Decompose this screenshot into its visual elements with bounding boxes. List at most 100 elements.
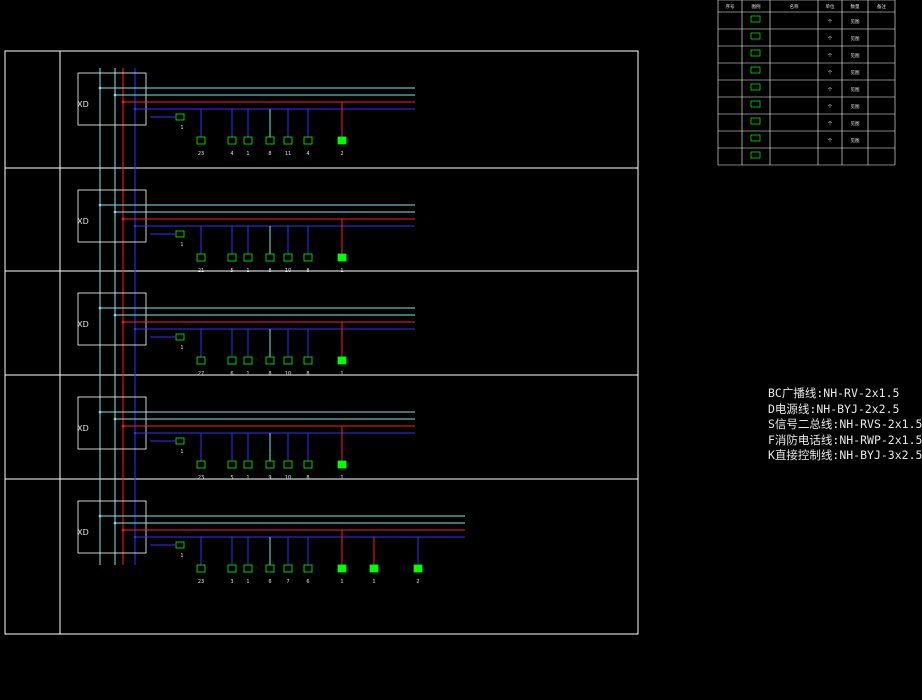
- device-count: 9: [268, 475, 271, 481]
- device-icon: [283, 460, 293, 469]
- device-count: 8: [306, 371, 309, 377]
- device-count: 1: [340, 579, 343, 585]
- table-qty: 见图: [851, 87, 860, 93]
- table-unit: 个: [828, 36, 833, 42]
- device-count: 10: [285, 475, 291, 481]
- device-icon: [243, 460, 253, 469]
- device-icon: [303, 136, 313, 145]
- device-count: 3: [230, 579, 233, 585]
- device-icon: [265, 136, 275, 145]
- device-icon: [337, 136, 347, 145]
- device-icon: [265, 460, 275, 469]
- junction-dot: [121, 217, 125, 221]
- cable-legend-item: F消防电话线:NH-RWP-2x1.5: [768, 432, 922, 447]
- junction-dot: [121, 528, 125, 532]
- device-icon: [227, 564, 237, 573]
- device-count: 1: [246, 371, 249, 377]
- table-qty: 见图: [851, 104, 860, 110]
- table-qty: 见图: [851, 36, 860, 42]
- device-count: 2: [340, 151, 343, 157]
- module-count: 1: [180, 125, 183, 131]
- junction-dot: [98, 86, 102, 90]
- device-icon: [196, 460, 206, 469]
- table-symbol: [750, 151, 761, 159]
- device-count: 23: [198, 475, 204, 481]
- table-header: 序号: [726, 3, 735, 10]
- junction-dot: [113, 313, 117, 317]
- device-count: 8: [268, 371, 271, 377]
- device-count: 4: [306, 151, 309, 157]
- device-icon: [243, 564, 253, 573]
- device-count: 1: [246, 151, 249, 157]
- device-count: 1: [340, 475, 343, 481]
- device-icon: [303, 460, 313, 469]
- junction-dot: [98, 306, 102, 310]
- device-icon: [337, 564, 347, 573]
- table-symbol: [750, 117, 761, 125]
- device-count: 8: [268, 268, 271, 274]
- junction-dot: [133, 107, 137, 111]
- table-header: 图例: [752, 3, 761, 10]
- device-icon: [303, 253, 313, 262]
- table-header: 备注: [877, 3, 886, 10]
- table-unit: 个: [828, 19, 833, 25]
- module-count: 1: [180, 553, 183, 559]
- module-count: 1: [180, 242, 183, 248]
- device-icon: [227, 460, 237, 469]
- table-unit: 个: [828, 138, 833, 144]
- table-qty: 见图: [851, 19, 860, 25]
- junction-dot: [113, 521, 117, 525]
- cable-legend-item: K直接控制线:NH-BYJ-3x2.5: [768, 448, 922, 462]
- device-icon: [337, 356, 347, 365]
- device-count: 23: [198, 579, 204, 585]
- device-icon: [243, 136, 253, 145]
- table-unit: 个: [828, 70, 833, 76]
- table-header: 名称: [790, 3, 799, 10]
- table-qty: 见图: [851, 138, 860, 144]
- xd-box-label: XD: [77, 424, 89, 433]
- device-icon: [196, 564, 206, 573]
- junction-dot: [121, 100, 125, 104]
- cable-legend-item: S信号二总线:NH-RVS-2x1.5: [768, 417, 922, 431]
- device-icon: [196, 253, 206, 262]
- device-icon: [227, 136, 237, 145]
- device-icon: [337, 253, 347, 262]
- junction-dot: [121, 424, 125, 428]
- device-count: 27: [198, 371, 204, 377]
- table-unit: 个: [828, 87, 833, 93]
- symbol-table: 序号图例名称单位数量备注个见图个见图个见图个见图个见图个见图个见图个见图: [717, 0, 896, 166]
- device-count: 1: [372, 579, 375, 585]
- junction-dot: [113, 417, 117, 421]
- device-count: 1: [246, 268, 249, 274]
- device-icon: [243, 356, 253, 365]
- device-count: 5: [230, 268, 233, 274]
- device-icon: [196, 356, 206, 365]
- cable-legend-item: D电源线:NH-BYJ-2x2.5: [768, 401, 900, 416]
- table-symbol: [750, 49, 761, 57]
- device-icon: [283, 253, 293, 262]
- table-qty: 见图: [851, 121, 860, 127]
- xd-box: [77, 189, 147, 243]
- xd-box-label: XD: [77, 320, 89, 329]
- junction-dot: [121, 320, 125, 324]
- device-count: 21: [198, 268, 204, 274]
- device-count: 6: [230, 371, 233, 377]
- device-icon: [303, 356, 313, 365]
- table-symbol: [750, 134, 761, 142]
- table-symbol: [750, 32, 761, 40]
- table-header: 单位: [826, 3, 835, 10]
- device-count: 7: [286, 579, 289, 585]
- device-count: 1: [246, 475, 249, 481]
- device-count: 1: [340, 268, 343, 274]
- xd-box-label: XD: [77, 217, 89, 226]
- module-count: 1: [180, 449, 183, 455]
- device-icon: [369, 564, 379, 573]
- junction-dot: [98, 410, 102, 414]
- device-icon: [227, 356, 237, 365]
- junction-dot: [133, 224, 137, 228]
- junction-dot: [133, 535, 137, 539]
- device-count: 6: [268, 579, 271, 585]
